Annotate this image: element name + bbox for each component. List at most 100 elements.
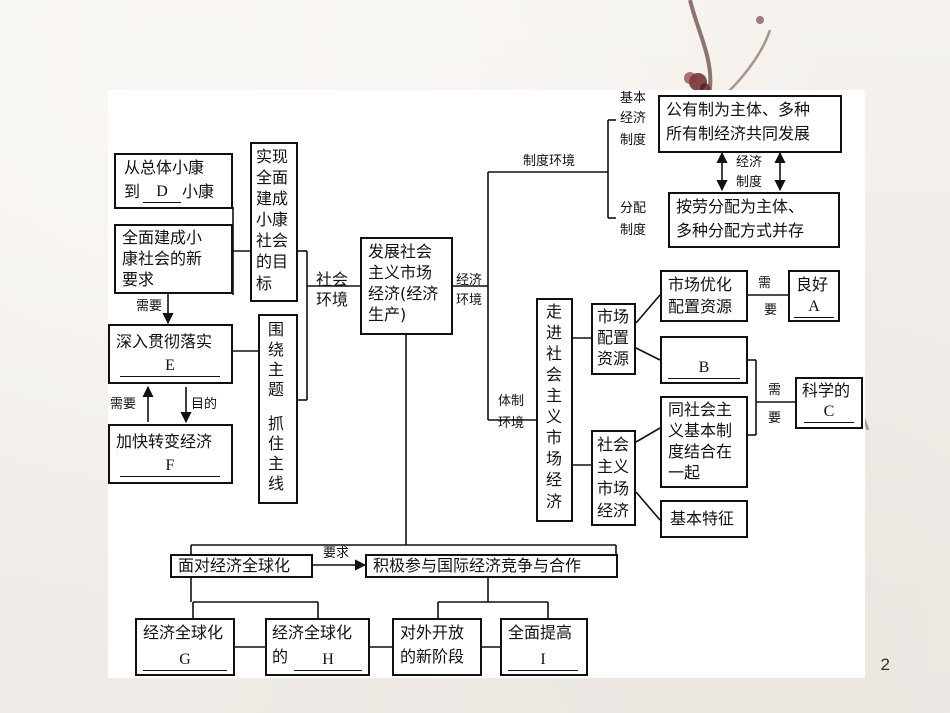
xiaokang-line-1: 从总体小康: [124, 158, 205, 177]
glob-g-text: 经济全球化: [143, 623, 224, 642]
market-vertical-box: [536, 298, 573, 522]
socialist-market-4: 经济: [597, 501, 630, 520]
theme-8: 主: [268, 454, 285, 473]
market-alloc-2: 配置: [597, 328, 630, 347]
connector-lines: [142, 119, 795, 648]
ownership-line-1: 公有制为主体、多种: [666, 100, 811, 119]
system-env-label-1: 体制: [498, 394, 525, 409]
goal-2: 全面: [256, 168, 289, 187]
improve-box: [500, 618, 588, 676]
socialist-market-3: 市场: [597, 479, 630, 498]
theme-6: 抓: [268, 414, 285, 433]
good-a-box: [788, 270, 840, 322]
distribution-line-1: 按劳分配为主体、: [676, 197, 805, 216]
blank-g[interactable]: G: [143, 650, 227, 671]
theme-4: 题: [268, 380, 285, 399]
center-market-economy-box: [360, 237, 453, 335]
blank-a[interactable]: A: [794, 297, 834, 318]
econ-env-label-1: 经济: [456, 273, 483, 288]
glob-h-text: 经济全球化: [272, 623, 353, 642]
social-env-label-2: 环境: [316, 290, 349, 309]
basic-features-text: 基本特征: [670, 509, 735, 528]
need-label-1: 需要: [136, 299, 163, 314]
market-v-9: 经: [546, 470, 563, 489]
socialist-market-2: 主义: [597, 457, 630, 476]
combine-1: 同社会主: [668, 400, 733, 419]
distribution-box: [668, 192, 840, 248]
blank-e[interactable]: E: [120, 356, 220, 377]
blank-b[interactable]: B: [668, 358, 740, 379]
econ-system-1: 经济: [736, 155, 763, 170]
center-line-4: 生产): [368, 305, 407, 324]
market-v-4: 会: [546, 365, 563, 384]
blank-c[interactable]: C: [804, 402, 854, 423]
xiaokang-to: 到: [124, 182, 141, 201]
blank-h[interactable]: H: [294, 650, 362, 671]
need-req-2: 要: [764, 303, 778, 318]
blank-f[interactable]: F: [120, 456, 220, 477]
econ-env-label-2: 环境: [456, 293, 483, 308]
market-alloc-box: [591, 303, 636, 375]
box-e: [108, 324, 233, 384]
blank-i[interactable]: I: [508, 650, 578, 671]
theme-7: 住: [268, 434, 285, 453]
mind-map-panel: 发展社会 主义市场 经济(经济 生产) 社会 环境 从总体小康 到 D 小康 全…: [108, 90, 865, 678]
system-env-label-2: 环境: [498, 416, 525, 431]
need-label-3b: 要: [768, 411, 782, 426]
new-req-line-2: 康社会的新: [122, 249, 203, 268]
new-req-line-1: 全面建成小: [122, 228, 203, 247]
basic-econ-1: 基本: [620, 91, 647, 106]
market-v-10: 济: [546, 492, 563, 511]
box-new-requirement: [114, 224, 233, 294]
box-goal-vertical: [250, 142, 298, 302]
good-text: 良好: [796, 275, 829, 294]
institution-env-label: 制度环境: [523, 154, 576, 169]
center-line-3: 经济(经济: [368, 284, 439, 303]
opening-2: 的新阶段: [400, 647, 465, 666]
globalization-face-box: [170, 554, 313, 578]
market-v-1: 走: [546, 302, 563, 321]
market-v-5: 主: [546, 386, 563, 405]
goal-3: 建成: [256, 189, 289, 208]
goal-7: 标: [256, 274, 273, 293]
center-line-2: 主义市场: [368, 263, 433, 282]
box-f: [108, 424, 233, 484]
theme-1: 围: [268, 320, 285, 339]
requires-label: 要求: [323, 546, 350, 561]
page-number: 2: [880, 655, 890, 674]
opening-box: [392, 618, 482, 676]
social-env-label-1: 社会: [316, 270, 349, 289]
goal-4: 小康: [256, 210, 289, 229]
socialist-market-1: 社会: [597, 435, 630, 454]
science-text: 科学的: [802, 381, 851, 400]
socialist-market-box: [591, 430, 636, 526]
box-xiaokang: [114, 153, 233, 209]
need-req-1: 需: [758, 276, 772, 291]
market-alloc-3: 资源: [597, 349, 630, 368]
econ-system-2: 制度: [736, 175, 763, 190]
distribution-label-1: 分配: [620, 201, 647, 216]
glob-h-box: [265, 618, 370, 676]
combine-box: [660, 396, 748, 488]
theme-9: 线: [268, 474, 285, 493]
glob-g-box: [135, 618, 235, 676]
ownership-line-2: 所有制经济共同发展: [666, 124, 811, 143]
need-label-3a: 需: [768, 383, 782, 398]
xiaokang-suffix: 小康: [182, 182, 215, 201]
theme-2: 绕: [268, 340, 285, 359]
market-opt-box: [660, 270, 748, 322]
participate-box: [365, 554, 618, 578]
market-v-7: 市: [546, 428, 563, 447]
basic-features-box: [660, 500, 748, 538]
combine-2: 义基本制: [668, 421, 733, 440]
opening-1: 对外开放: [400, 623, 465, 642]
goal-6: 的目: [256, 252, 289, 271]
need-label-2: 需要: [110, 397, 137, 412]
market-alloc-1: 市场: [597, 307, 630, 326]
science-c-box: [795, 377, 863, 429]
market-opt-2: 配置资源: [668, 297, 733, 316]
combine-4: 一起: [668, 463, 701, 482]
goal-1: 实现: [256, 147, 289, 166]
center-line-1: 发展社会: [368, 242, 433, 261]
blank-d[interactable]: D: [143, 182, 181, 203]
